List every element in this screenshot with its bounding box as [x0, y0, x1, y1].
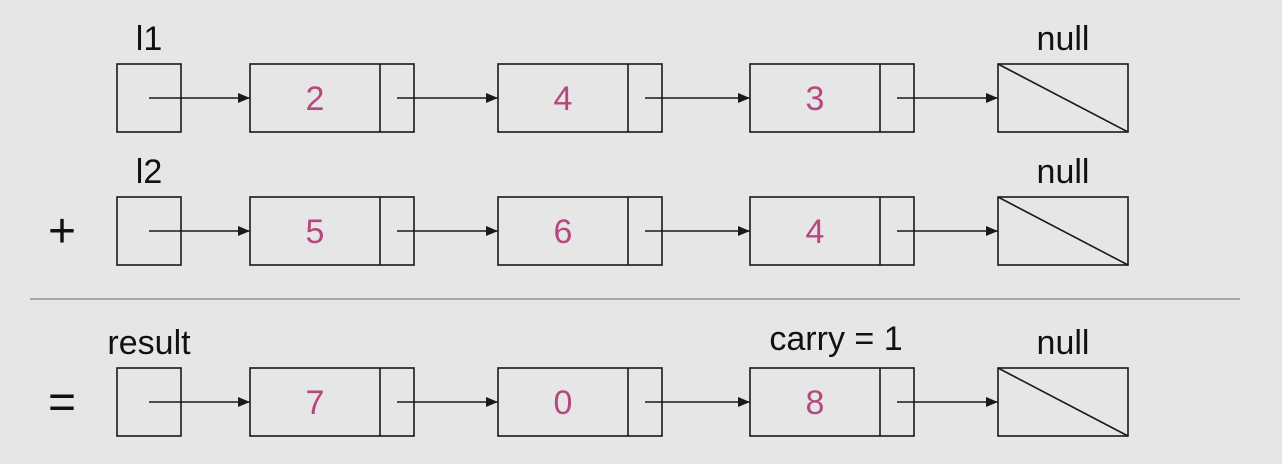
l2-node-1-value: 6: [554, 213, 573, 251]
l2-operator: +: [48, 205, 76, 258]
l2-null-diagonal: [997, 196, 1129, 266]
l2-node-2-value: 4: [806, 213, 825, 251]
diagram-root: l1 2 4 3 null + l2 5 6 4 null = result 7 0 8 carry = 1 nu…: [30, 20, 1240, 437]
result-null-diagonal: [997, 367, 1129, 437]
l2-node-0: [249, 196, 415, 266]
result-null-box: [997, 367, 1129, 437]
result-node-2: [749, 367, 915, 437]
l1-node-0-value: 2: [306, 80, 325, 118]
result-carry-annotation: carry = 1: [769, 320, 902, 358]
l1-null-box: [997, 63, 1129, 133]
l2-node-1: [497, 196, 663, 266]
l2-pointer-label: l2: [136, 153, 162, 191]
l1-node-1-value: 4: [554, 80, 573, 118]
result-node-0-value: 7: [306, 384, 325, 422]
result-node-0: [249, 367, 415, 437]
l2-node-2: [749, 196, 915, 266]
l1-null-label: null: [1037, 20, 1090, 58]
l1-node-0: [249, 63, 415, 133]
result-node-1-value: 0: [554, 384, 573, 422]
result-operator: =: [48, 376, 76, 429]
l2-null-label: null: [1037, 153, 1090, 191]
l2-null-box: [997, 196, 1129, 266]
l1-node-1: [497, 63, 663, 133]
l1-null-diagonal: [997, 63, 1129, 133]
result-null-label: null: [1037, 324, 1090, 362]
l1-node-2: [749, 63, 915, 133]
result-pointer-label: result: [107, 324, 191, 362]
l2-node-0-value: 5: [306, 213, 325, 251]
l1-pointer-label: l1: [136, 20, 162, 58]
result-node-1: [497, 367, 663, 437]
l1-node-2-value: 3: [806, 80, 825, 118]
result-node-2-value: 8: [806, 384, 825, 422]
